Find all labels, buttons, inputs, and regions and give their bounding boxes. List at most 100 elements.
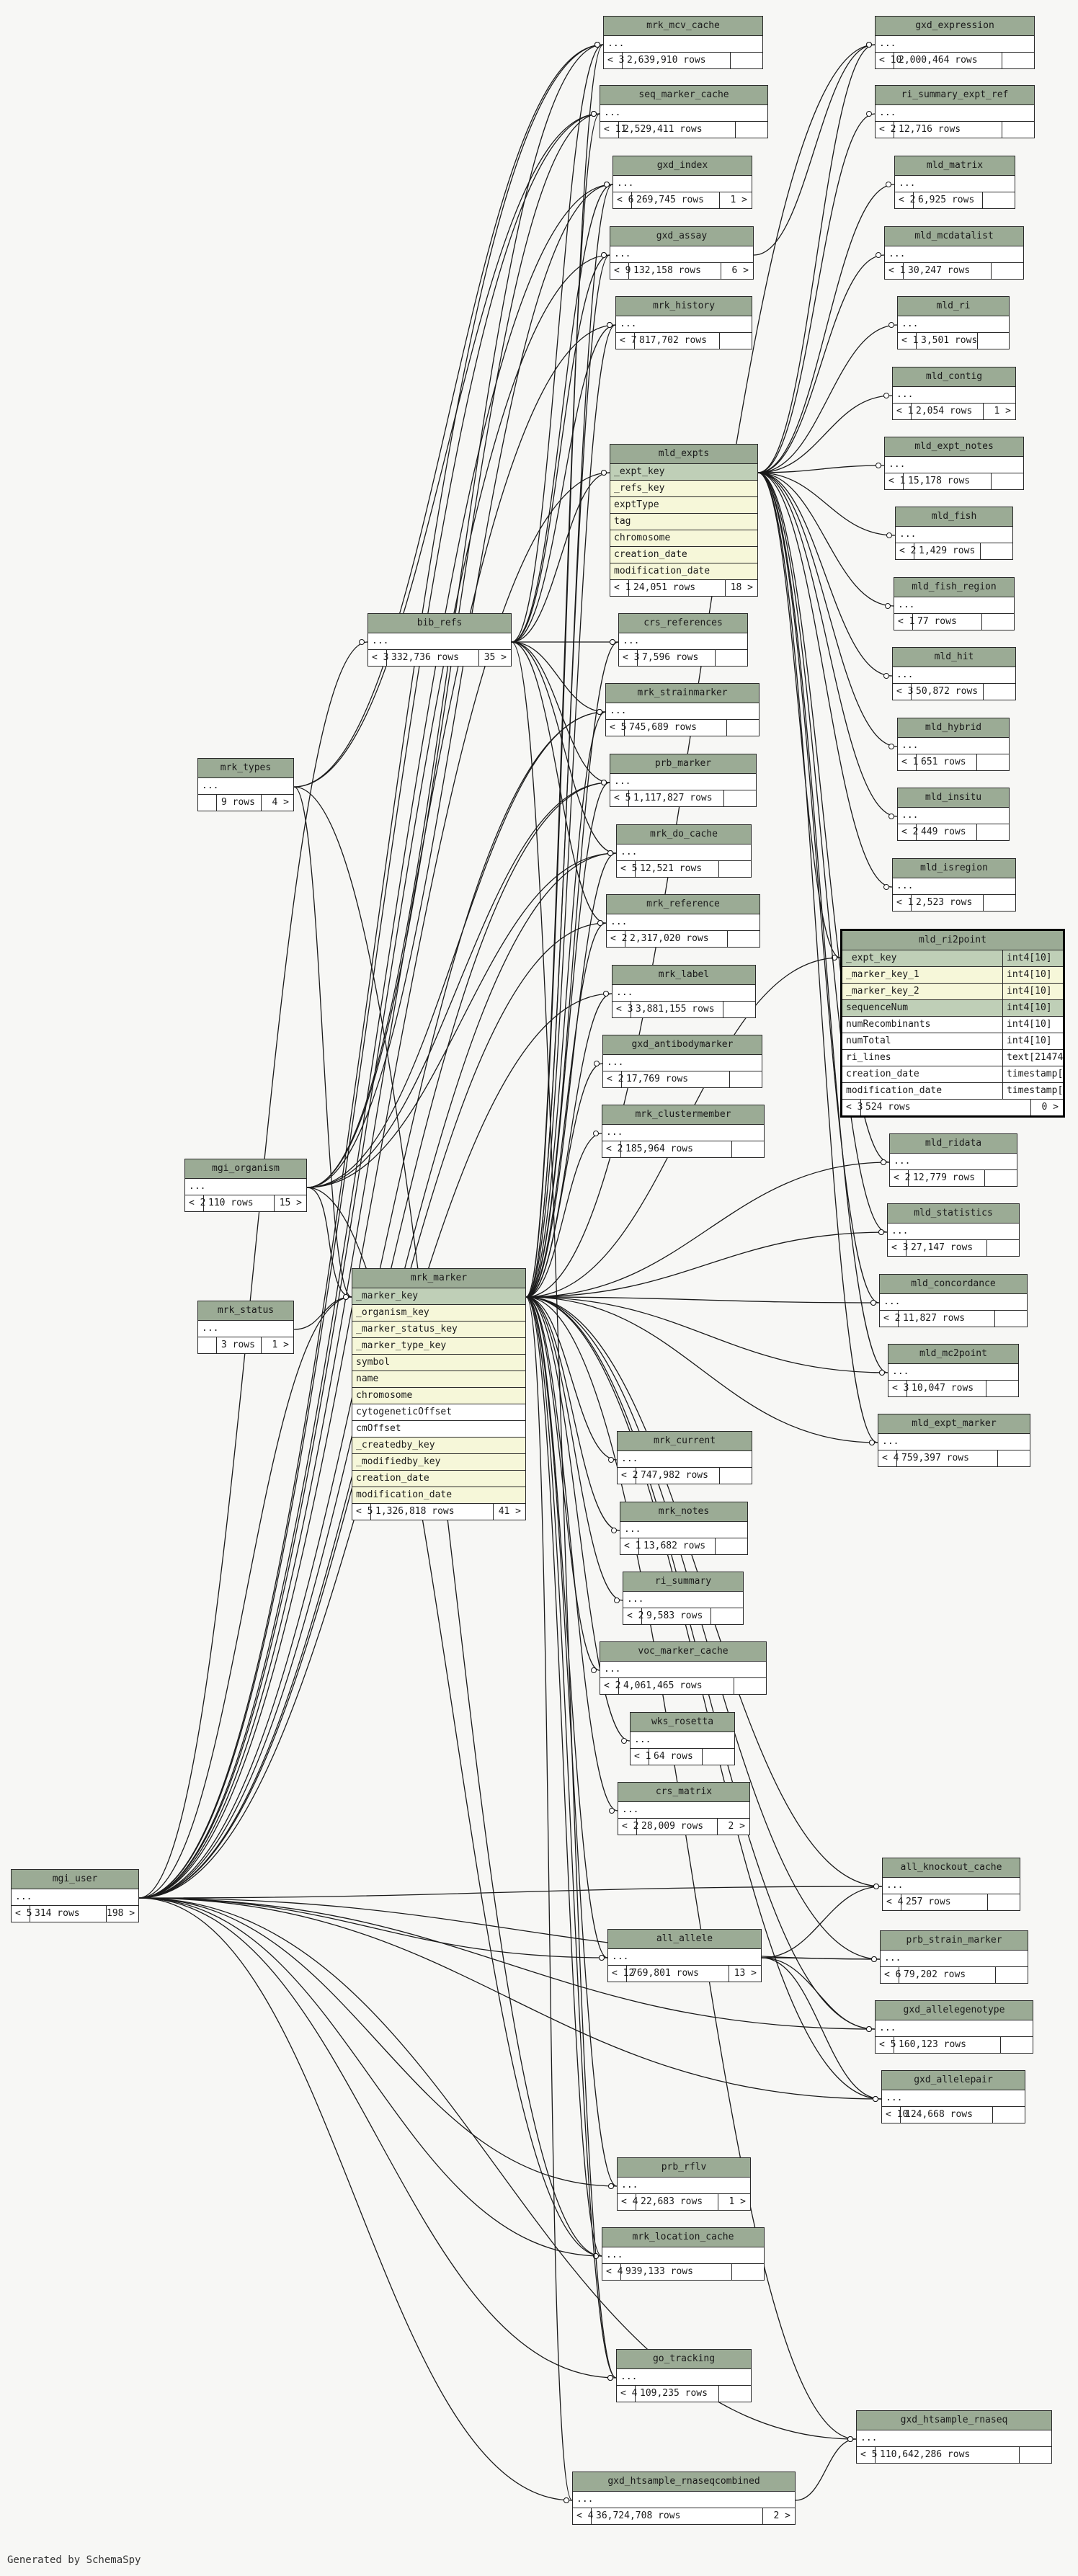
child-count[interactable] [716, 1538, 747, 1554]
child-count[interactable] [977, 824, 1009, 840]
parent-count[interactable]: < 5 [617, 861, 637, 877]
table-header[interactable]: mld_isregion [893, 859, 1015, 878]
parent-count[interactable]: < 2 [896, 543, 916, 559]
parent-count[interactable]: < 2 [185, 1195, 205, 1211]
child-count[interactable] [993, 2107, 1025, 2123]
child-count[interactable]: 41 > [498, 1506, 521, 1517]
parent-count[interactable]: < 2 [876, 122, 896, 138]
parent-count[interactable]: < 1 [885, 473, 905, 489]
child-count[interactable] [1020, 2447, 1051, 2463]
child-count[interactable] [728, 931, 760, 947]
parent-count[interactable]: < 2 [603, 1071, 623, 1087]
child-count[interactable]: 1 > [994, 406, 1011, 416]
table-header[interactable]: gxd_expression [876, 17, 1034, 36]
table-mrk-marker[interactable]: mrk_marker_marker_key_organism_key_marke… [352, 1268, 526, 1520]
parent-count[interactable]: < 10 [876, 53, 901, 68]
table-header[interactable]: gxd_allelegenotype [876, 2001, 1033, 2020]
table-header[interactable]: mgi_user [12, 1870, 138, 1889]
table-header[interactable]: prb_rflv [618, 2158, 750, 2178]
parent-count[interactable]: < 3 [888, 1381, 909, 1396]
parent-count[interactable]: < 4 [573, 2508, 593, 2524]
child-count[interactable] [724, 790, 756, 806]
parent-count[interactable]: < 1 [894, 614, 914, 630]
table-header[interactable]: ri_summary [623, 1572, 743, 1592]
parent-count[interactable] [198, 795, 217, 811]
child-count[interactable]: 18 > [730, 582, 753, 593]
table-header[interactable]: mld_expt_notes [885, 437, 1023, 457]
table-header[interactable]: wks_rosetta [631, 1713, 734, 1732]
child-count[interactable]: 0 > [1041, 1102, 1059, 1113]
parent-count[interactable]: < 6 [881, 1967, 901, 1983]
child-count[interactable] [734, 1678, 766, 1694]
child-count[interactable]: 1 > [730, 195, 747, 205]
table-header[interactable]: gxd_assay [610, 227, 753, 246]
parent-count[interactable]: < 7 [616, 333, 636, 349]
parent-count[interactable]: < 5 [857, 2447, 877, 2463]
parent-count[interactable]: < 3 [842, 1100, 863, 1115]
child-count[interactable]: 1 > [272, 1340, 289, 1350]
parent-count[interactable]: < 4 [883, 1894, 903, 1910]
child-count[interactable]: 198 > [107, 1908, 135, 1919]
table-header[interactable]: voc_marker_cache [600, 1642, 766, 1662]
child-count[interactable] [727, 720, 759, 736]
child-count[interactable] [703, 1749, 734, 1765]
child-count[interactable] [719, 2386, 751, 2402]
table-header[interactable]: mld_contig [893, 367, 1015, 387]
child-count[interactable] [992, 263, 1023, 279]
table-header[interactable]: mrk_location_cache [602, 2228, 764, 2247]
table-header[interactable]: bib_refs [368, 614, 511, 633]
child-count[interactable] [716, 650, 747, 666]
parent-count[interactable]: < 12 [608, 1966, 634, 1982]
parent-count[interactable]: < 2 [618, 1468, 638, 1484]
child-count[interactable]: 4 > [272, 797, 289, 808]
parent-count[interactable]: < 3 [604, 53, 624, 68]
table-header[interactable]: mld_ridata [890, 1134, 1017, 1154]
parent-count[interactable]: < 2 [623, 1608, 643, 1624]
parent-count[interactable]: < 1 [631, 1749, 651, 1765]
parent-count[interactable]: < 5 [610, 790, 631, 806]
table-header[interactable]: mgi_organism [185, 1159, 306, 1179]
child-count[interactable]: 15 > [279, 1198, 302, 1208]
child-count[interactable] [720, 333, 752, 349]
parent-count[interactable]: < 3 [888, 1240, 908, 1256]
table-header[interactable]: mld_fish [896, 507, 1012, 527]
child-count[interactable]: 2 > [728, 1821, 745, 1832]
table-header[interactable]: crs_matrix [618, 1783, 749, 1802]
parent-count[interactable]: < 3 [893, 684, 913, 700]
table-header[interactable]: mld_insitu [898, 788, 1009, 808]
parent-count[interactable]: < 3 [619, 650, 639, 666]
table-header[interactable]: mrk_strainmarker [606, 684, 759, 703]
parent-count[interactable]: < 1 [893, 895, 913, 911]
table-header[interactable]: mld_statistics [888, 1204, 1019, 1224]
parent-count[interactable]: < 1 [898, 754, 918, 770]
table-header[interactable]: mrk_status [198, 1301, 293, 1321]
child-count[interactable]: 1 > [729, 2196, 746, 2207]
table-header[interactable]: all_knockout_cache [883, 1858, 1020, 1878]
parent-count[interactable]: < 1 [898, 333, 918, 349]
parent-count[interactable]: < 2 [890, 1170, 910, 1186]
